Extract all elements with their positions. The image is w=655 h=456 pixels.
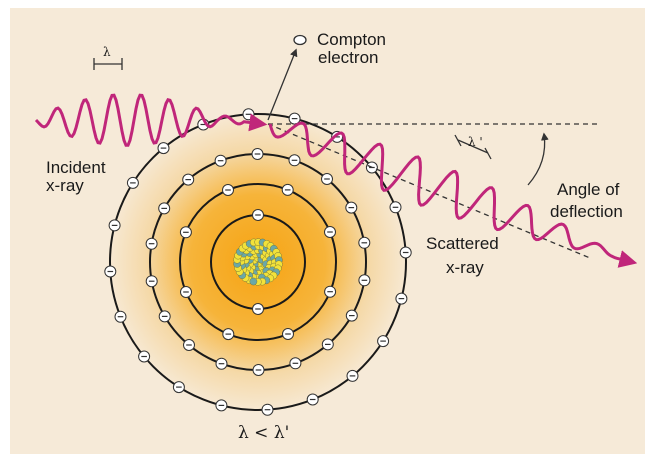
electron [321, 338, 334, 351]
incident-wavelength-label: λ [103, 45, 111, 59]
electron [104, 265, 117, 278]
electron [289, 357, 302, 370]
electron [214, 154, 227, 167]
electron [157, 142, 170, 155]
electron [222, 328, 235, 341]
incident-x-ray-label-line1: Incident [46, 158, 106, 177]
nucleon [249, 277, 258, 286]
electron [346, 369, 359, 382]
electron [183, 339, 195, 351]
electron [321, 173, 333, 185]
electron [324, 226, 336, 238]
electron [252, 303, 264, 315]
electron [182, 173, 195, 186]
electron [145, 237, 158, 250]
electron [306, 393, 319, 406]
electron [395, 292, 408, 305]
scattered-x-ray-label-line1: Scattered [426, 234, 499, 253]
incident-x-ray-wave [34, 93, 268, 147]
electron [324, 285, 337, 298]
scattered-direction-line [267, 123, 591, 259]
electron [282, 328, 294, 340]
nucleus [233, 238, 283, 286]
angle-of-deflection-label-line2: deflection [550, 202, 623, 221]
scattered-x-ray-label-line2: x-ray [446, 258, 484, 277]
scattered-wavelength-label: λ ' [468, 135, 483, 149]
compton-electron-label-line2: electron [318, 48, 379, 67]
electron [126, 176, 139, 189]
electron [288, 112, 301, 125]
electron [252, 364, 265, 376]
wavelength-relation: λ < λ' [238, 423, 290, 443]
electron [399, 246, 412, 259]
electron [288, 154, 301, 167]
electron [215, 399, 228, 412]
deflection-angle-arc [527, 132, 549, 186]
electron [138, 350, 151, 363]
electron [215, 357, 228, 370]
electron [145, 275, 158, 288]
electron [345, 201, 358, 214]
compton-electron-label-line1: Compton [317, 30, 386, 49]
electron [252, 209, 264, 221]
electron [261, 403, 274, 416]
electron [358, 274, 371, 287]
electron [114, 310, 127, 323]
electron [172, 381, 185, 394]
incident-wavelength-bracket [93, 58, 123, 70]
angle-of-deflection-label-line1: Angle of [557, 180, 620, 199]
electron [345, 309, 358, 322]
compton-electron-dot [293, 34, 307, 46]
electron-shell-2 [179, 183, 337, 341]
electron [242, 108, 255, 121]
electron [281, 183, 294, 196]
electron [180, 286, 192, 298]
electron [108, 219, 121, 232]
electron [358, 236, 371, 249]
electron [251, 148, 264, 160]
electron [377, 335, 390, 348]
electron [222, 184, 234, 196]
compton-electron-trajectory [267, 48, 298, 121]
incident-x-ray-label-line2: x-ray [46, 176, 84, 195]
scattered-x-ray-wave [268, 121, 638, 268]
electron [158, 202, 171, 215]
scattered-wavelength-bracket [454, 134, 492, 160]
electron [389, 201, 402, 214]
electron [179, 226, 192, 239]
electron [158, 310, 171, 323]
